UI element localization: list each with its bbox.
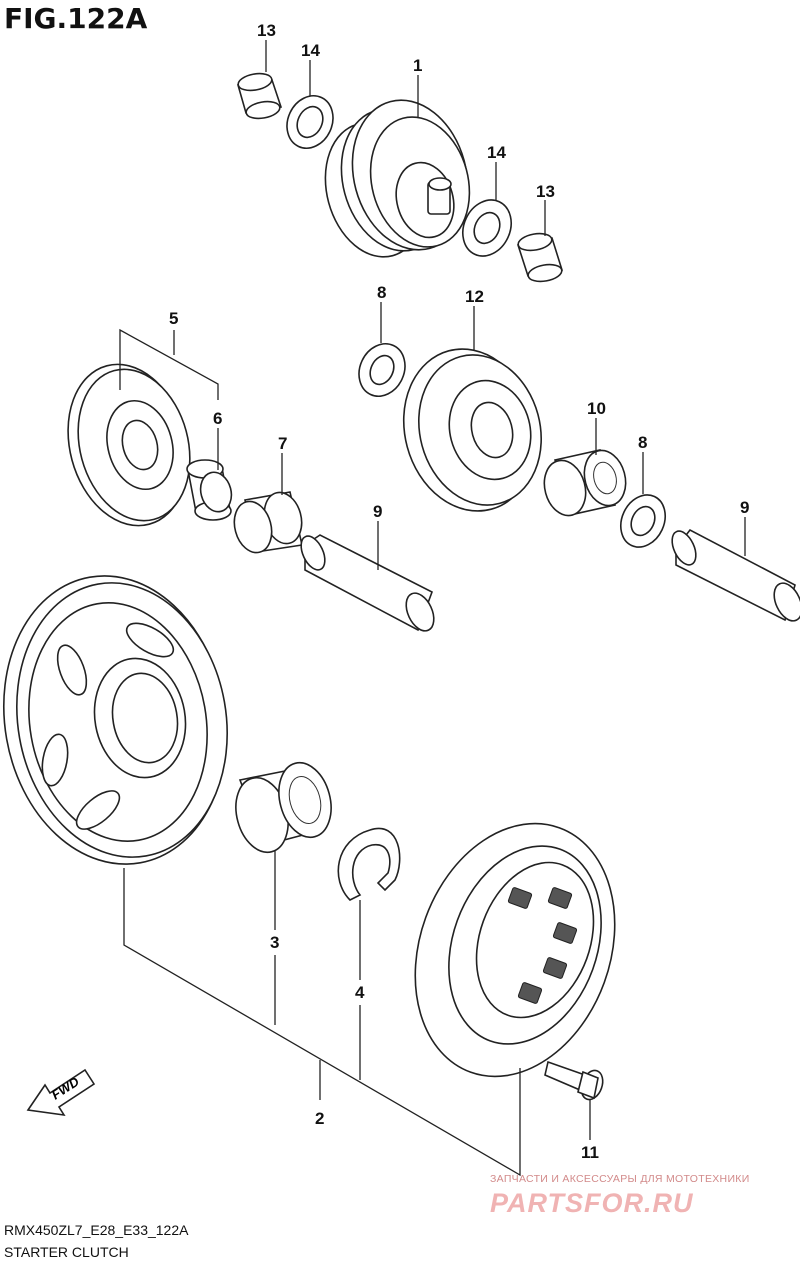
callout-2: 2 [315,1109,324,1128]
callout-7: 7 [278,434,287,453]
watermark-tagline: ЗАПЧАСТИ И АКСЕССУАРЫ ДЛЯ МОТОТЕХНИКИ [490,1173,750,1185]
needle-bearing-6 [186,459,233,521]
bushing-13-top [236,72,283,120]
needle-bearing-3 [235,761,332,854]
callout-5: 5 [169,309,178,328]
figure-title: FIG.122A [4,2,148,35]
one-way-clutch [414,822,616,1078]
callout-13-bottom: 13 [536,182,555,201]
callout-14-top: 14 [301,41,320,60]
starter-driven-gear [2,575,228,865]
circlip-4 [337,827,401,901]
leader-lines [119,40,746,1177]
callout-12: 12 [465,287,484,306]
callout-10: 10 [587,399,606,418]
spacer-7 [233,491,303,554]
callout-labels: 13 14 1 14 13 8 12 5 6 10 7 8 9 9 3 4 2 … [169,21,749,1162]
washer-8-bottom [620,494,666,548]
washer-8-top [358,343,406,397]
model-code: RMX450ZL7_E28_E33_122A [4,1222,189,1238]
bushing-13-bottom [516,232,564,283]
washer-14-bottom [462,199,512,257]
gear-5 [67,363,191,527]
callout-6: 6 [213,409,222,428]
fwd-arrow: FWD [26,1068,96,1117]
callout-8-bottom: 8 [638,433,647,452]
callout-13-top: 13 [257,21,276,40]
shaft-9-right [671,528,800,622]
callout-11: 11 [581,1143,599,1162]
callout-8-top: 8 [377,283,386,302]
callout-4: 4 [355,983,365,1002]
gear-12 [402,348,543,512]
callout-14-bottom: 14 [487,143,506,162]
callout-3: 3 [270,933,279,952]
callout-1: 1 [413,56,422,75]
callout-9-right: 9 [740,498,749,517]
bolt-11 [544,1060,604,1101]
shaft-9-left [300,534,435,632]
callout-9-left: 9 [373,502,382,521]
section-name: STARTER CLUTCH [4,1244,129,1260]
starter-idle-gear-1 [324,99,471,258]
watermark-logo: PARTSFOR.RU [490,1188,694,1218]
washer-14-top [286,95,334,149]
needle-bearing-10 [543,449,627,517]
